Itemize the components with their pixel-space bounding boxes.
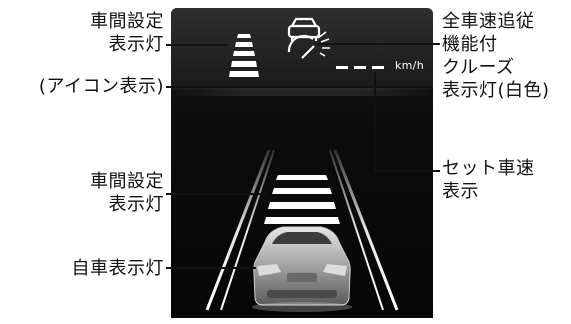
cruise-label-line3: クルーズ — [442, 57, 515, 78]
display-top-band — [171, 8, 433, 96]
cruise-label-line2: 機能付 — [442, 34, 498, 55]
distance-icon-label: 車間設定 表示灯 — [90, 10, 164, 56]
distance-lanes-label-line2: 表示灯 — [108, 194, 164, 215]
lane-lines — [205, 149, 399, 311]
distance-icon-label-note: (アイコン表示) — [39, 75, 164, 98]
distance-icon-label-line2: 表示灯 — [108, 34, 164, 55]
cruise-label: 全車速追従 機能付 クルーズ 表示灯(白色) — [442, 10, 550, 102]
set-speed-label-line2: 表示 — [442, 181, 479, 202]
distance-lanes-label: 車間設定 表示灯 — [90, 170, 164, 216]
car-rear-icon — [252, 226, 352, 312]
set-speed-dashes — [336, 66, 384, 69]
cruise-label-line1: 全車速追従 — [442, 11, 535, 32]
own-vehicle-label: 自車表示灯 — [72, 257, 165, 280]
cruise-label-line4: 表示灯(白色) — [442, 80, 550, 101]
meter-display: km/h — [171, 8, 433, 318]
distance-lanes-label-line1: 車間設定 — [90, 171, 164, 192]
car-speedometer-icon — [287, 17, 330, 59]
distance-bars-icon — [229, 34, 259, 77]
distance-icon-label-line3: (アイコン表示) — [38, 76, 164, 97]
speed-unit-text: km/h — [395, 59, 424, 72]
leader-set-speed — [374, 72, 440, 172]
distance-lane-bars — [264, 175, 340, 224]
display-graphics — [205, 17, 399, 312]
distance-icon-label-line1: 車間設定 — [90, 11, 164, 32]
set-speed-label: セット車速 表示 — [442, 157, 535, 203]
own-vehicle-label-text: 自車表示灯 — [71, 258, 164, 279]
set-speed-label-line1: セット車速 — [442, 158, 535, 179]
